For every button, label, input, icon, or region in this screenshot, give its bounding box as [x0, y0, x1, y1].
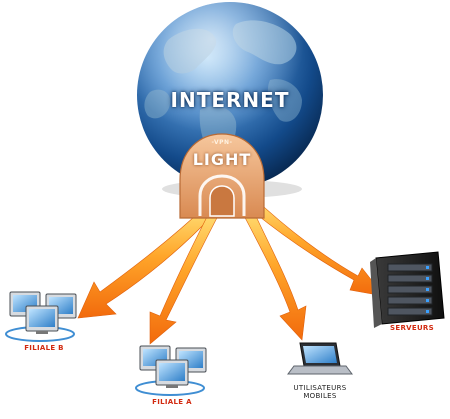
filiale-b-label: FILIALE B [24, 344, 64, 352]
mobiles-label: UTILISATEURS MOBILES [293, 384, 347, 400]
internet-label: INTERNET [170, 88, 290, 112]
light-label: LIGHT [192, 150, 252, 169]
filiale-a-label: FILIALE A [152, 398, 192, 406]
serveurs-label: SERVEURS [390, 324, 434, 332]
server-rack [370, 251, 445, 328]
arrow-to-filiale-a [149, 206, 221, 345]
arrow-to-mobiles [239, 203, 307, 341]
internet-globe [137, 2, 323, 198]
vpn-tag: -VPN- [211, 139, 233, 146]
filiale-b-computers [5, 291, 77, 342]
arrow-to-filiale-b [77, 204, 215, 319]
mobile-laptop [287, 342, 353, 375]
vpn-light-gateway [179, 133, 265, 219]
filiale-a-computers [135, 345, 207, 396]
